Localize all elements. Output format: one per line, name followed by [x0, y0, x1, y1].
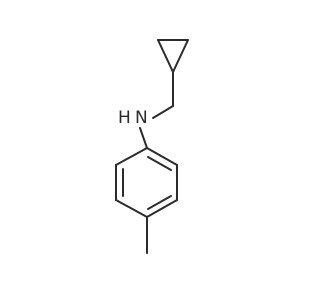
bond-ring-double-2 — [147, 195, 172, 210]
bond-ring-1 — [146, 147, 178, 166]
atom-label-n: N — [135, 108, 148, 128]
bond-cp-3 — [172, 39, 189, 73]
bond-ring-6 — [115, 147, 148, 166]
bond-ring-4 — [115, 199, 148, 218]
bond-ring-double-1 — [147, 156, 172, 171]
bond-n-ring — [139, 127, 148, 149]
molecule-structure: H N — [115, 39, 189, 254]
bond-ch2-n — [152, 105, 174, 119]
bond-cp-2 — [157, 39, 174, 73]
molecule-canvas: H N — [115, 39, 189, 254]
atom-label-h: H — [118, 108, 131, 128]
bond-ring-3 — [146, 199, 178, 218]
